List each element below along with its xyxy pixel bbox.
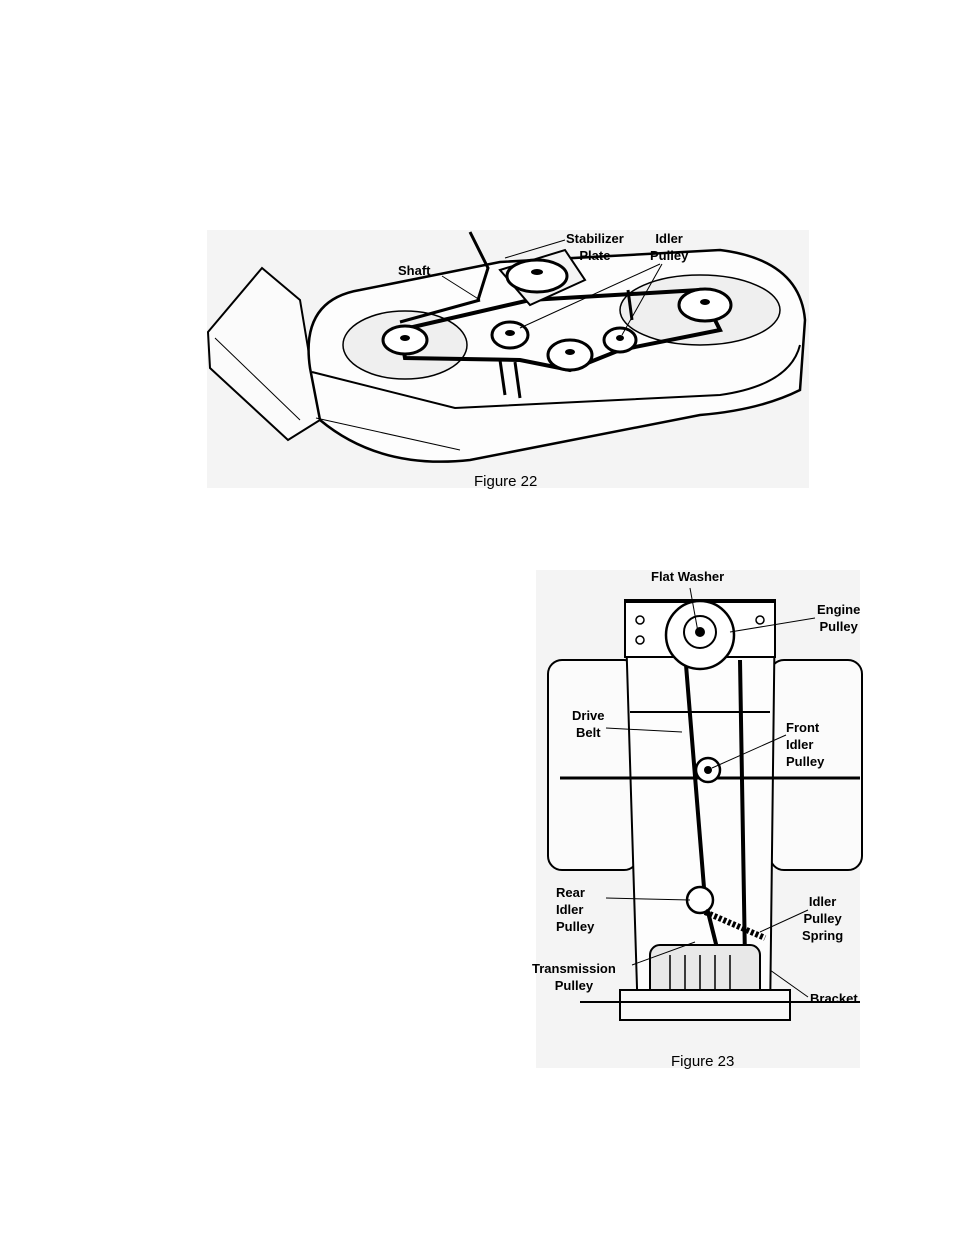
label-bracket: Bracket — [810, 990, 858, 1007]
label-idler-line1: Idler — [650, 230, 688, 247]
label-flat-washer-text: Flat Washer — [651, 568, 724, 585]
label-engine-line2: Pulley — [817, 618, 860, 635]
label-drive-belt: Drive Belt — [572, 707, 605, 741]
label-spring-line2: Pulley — [802, 910, 843, 927]
label-rear-line1: Rear — [556, 884, 594, 901]
label-idler-line2: Pulley — [650, 247, 688, 264]
label-drive-line2: Belt — [572, 724, 605, 741]
label-front-line2: Idler — [786, 736, 824, 753]
label-engine-line1: Engine — [817, 601, 860, 618]
label-front-line1: Front — [786, 719, 824, 736]
label-stabilizer-line2: Plate — [566, 247, 624, 264]
label-idler-pulley: Idler Pulley — [650, 230, 688, 264]
figure-22-caption: Figure 22 — [474, 473, 537, 490]
label-shaft-text: Shaft — [398, 262, 431, 279]
label-shaft: Shaft — [398, 262, 431, 279]
mower-deck-drawing — [0, 0, 954, 520]
label-transmission-pulley: Transmission Pulley — [532, 960, 616, 994]
label-spring-line1: Idler — [802, 893, 843, 910]
label-drive-line1: Drive — [572, 707, 605, 724]
label-trans-line2: Pulley — [532, 977, 616, 994]
label-front-idler-pulley: Front Idler Pulley — [786, 719, 824, 770]
figure-23: Flat Washer Engine Pulley Drive Belt Fro… — [0, 540, 954, 1100]
label-front-line3: Pulley — [786, 753, 824, 770]
drive-belt-drawing — [0, 540, 954, 1100]
label-rear-idler-pulley: Rear Idler Pulley — [556, 884, 594, 935]
label-bracket-text: Bracket — [810, 990, 858, 1007]
figure-23-caption: Figure 23 — [671, 1053, 734, 1070]
label-idler-pulley-spring: Idler Pulley Spring — [802, 893, 843, 944]
label-flat-washer: Flat Washer — [651, 568, 724, 585]
label-trans-line1: Transmission — [532, 960, 616, 977]
label-stabilizer-line1: Stabilizer — [566, 230, 624, 247]
label-engine-pulley: Engine Pulley — [817, 601, 860, 635]
label-rear-line3: Pulley — [556, 918, 594, 935]
figure-22: Shaft Stabilizer Plate Idler Pulley Figu… — [0, 0, 954, 520]
label-rear-line2: Idler — [556, 901, 594, 918]
label-stabilizer-plate: Stabilizer Plate — [566, 230, 624, 264]
label-spring-line3: Spring — [802, 927, 843, 944]
